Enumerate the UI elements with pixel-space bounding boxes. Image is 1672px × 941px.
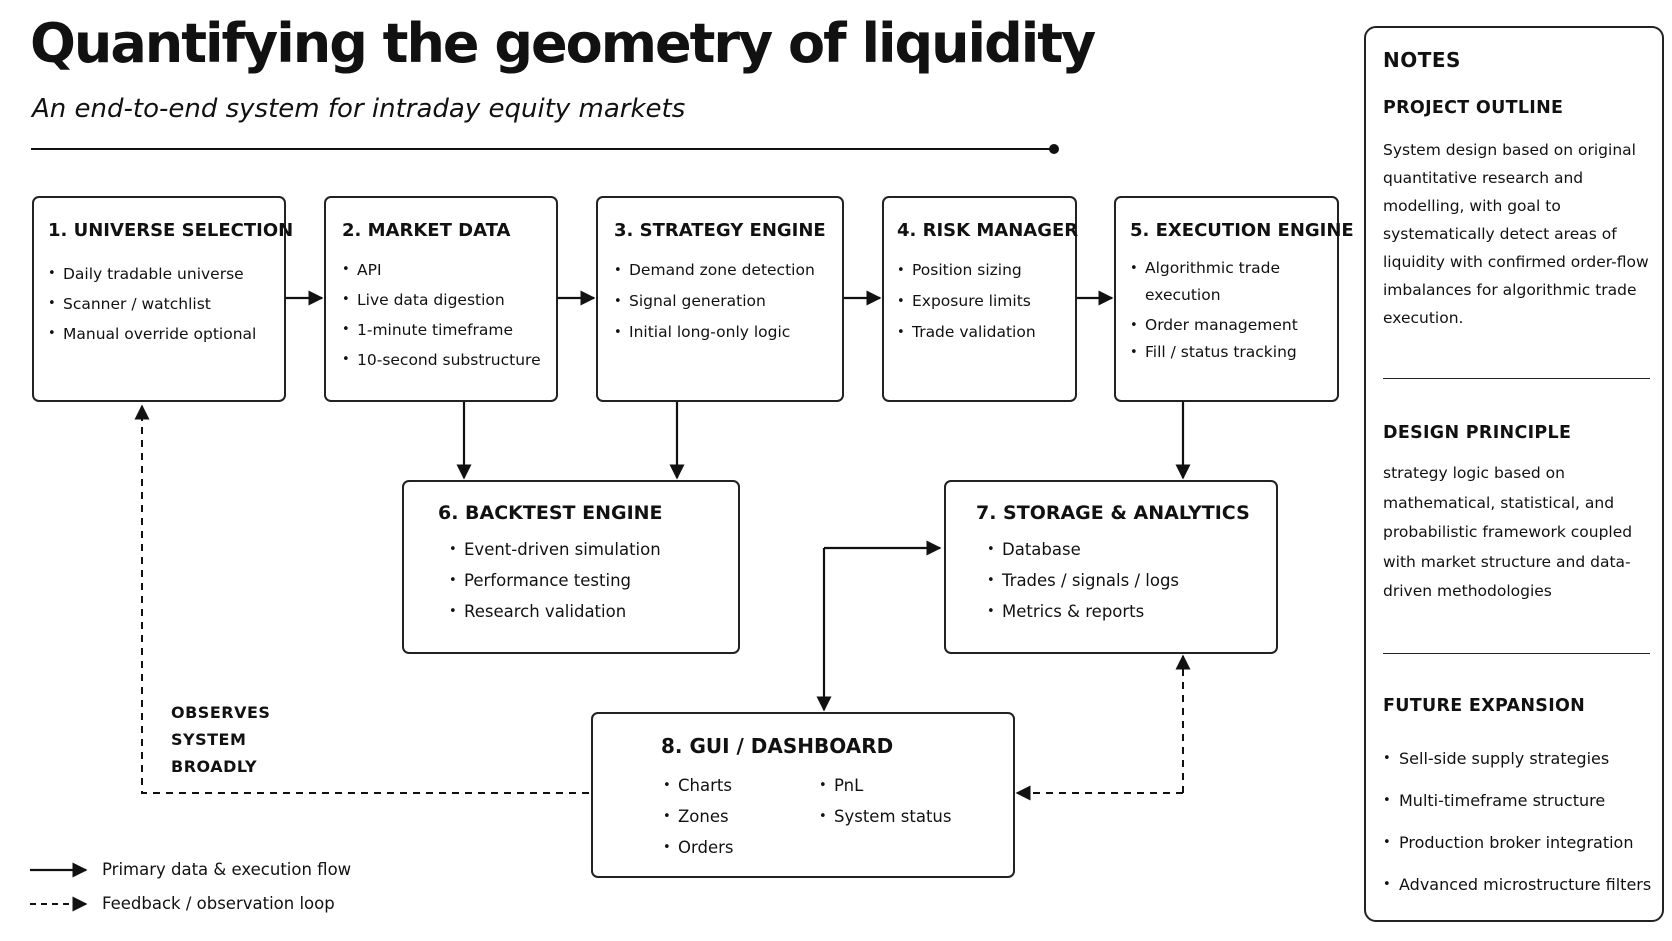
legend-primary-label: Primary data & execution flow bbox=[102, 860, 352, 879]
list-item: Performance testing bbox=[449, 565, 738, 596]
list-item: Sell-side supply strategies bbox=[1383, 738, 1662, 780]
list-item: Exposure limits bbox=[897, 286, 1075, 317]
gui-dashboard-list-left: Charts Zones Orders bbox=[663, 770, 819, 863]
market-data-title: 2. MARKET DATA bbox=[342, 220, 511, 241]
universe-selection-list: Daily tradable universe Scanner / watchl… bbox=[48, 259, 284, 349]
list-item: Advanced microstructure filters bbox=[1383, 864, 1662, 906]
gui-dashboard-list-right: PnL System status bbox=[819, 770, 975, 863]
feedback-gui-to-universe bbox=[134, 404, 589, 794]
list-item: Production broker integration bbox=[1383, 822, 1662, 864]
list-item: Database bbox=[987, 534, 1276, 565]
design-principle-text: strategy logic based on mathematical, st… bbox=[1383, 464, 1633, 600]
legend-feedback-label: Feedback / observation loop bbox=[102, 894, 335, 913]
future-expansion-list: Sell-side supply strategies Multi-timefr… bbox=[1383, 738, 1662, 906]
gui-dashboard-title: 8. GUI / DASHBOARD bbox=[661, 734, 894, 758]
legend-solid-arrow-icon bbox=[30, 862, 88, 878]
list-item: Multi-timeframe structure bbox=[1383, 780, 1662, 822]
notes-divider bbox=[1383, 378, 1650, 379]
list-item: PnL bbox=[819, 770, 975, 801]
strategy-engine-box: 3. STRATEGY ENGINE Demand zone detection… bbox=[596, 196, 844, 402]
page-title: Quantifying the geometry of liquidity bbox=[30, 12, 1096, 75]
list-item: Order management bbox=[1130, 312, 1325, 339]
list-item: System status bbox=[819, 801, 975, 832]
backtest-engine-title: 6. BACKTEST ENGINE bbox=[438, 502, 663, 524]
list-item: 1-minute timeframe bbox=[342, 315, 556, 345]
notes-divider bbox=[1383, 652, 1650, 654]
risk-manager-title: 4. RISK MANAGER bbox=[897, 220, 1079, 241]
gui-dashboard-box: 8. GUI / DASHBOARD Charts Zones Orders P… bbox=[591, 712, 1015, 878]
risk-manager-list: Position sizing Exposure limits Trade va… bbox=[897, 255, 1075, 348]
market-data-box: 2. MARKET DATA API Live data digestion 1… bbox=[324, 196, 558, 402]
observes-line: BROADLY bbox=[171, 757, 258, 776]
observes-line: SYSTEM bbox=[171, 730, 247, 749]
market-data-list: API Live data digestion 1-minute timefra… bbox=[342, 255, 556, 375]
execution-engine-list: Algorithmic trade execution Order manage… bbox=[1130, 255, 1337, 366]
strategy-engine-list: Demand zone detection Signal generation … bbox=[614, 255, 842, 348]
storage-analytics-list: Database Trades / signals / logs Metrics… bbox=[976, 534, 1276, 627]
list-item: Zones bbox=[663, 801, 819, 832]
list-item: Algorithmic trade execution bbox=[1130, 255, 1325, 309]
backtest-engine-box: 6. BACKTEST ENGINE Event-driven simulati… bbox=[402, 480, 740, 654]
page-subtitle: An end-to-end system for intraday equity… bbox=[32, 94, 686, 124]
universe-selection-box: 1. UNIVERSE SELECTION Daily tradable uni… bbox=[32, 196, 294, 402]
project-outline-text: System design based on original quantita… bbox=[1383, 141, 1649, 327]
list-item: 10-second substructure bbox=[342, 345, 556, 375]
project-outline-heading: PROJECT OUTLINE bbox=[1383, 98, 1564, 118]
list-item: Trades / signals / logs bbox=[987, 565, 1276, 596]
notes-heading: NOTES bbox=[1383, 48, 1461, 72]
strategy-engine-title: 3. STRATEGY ENGINE bbox=[614, 220, 826, 241]
list-item: API bbox=[342, 255, 556, 285]
design-principle-heading: DESIGN PRINCIPLE bbox=[1383, 423, 1572, 443]
universe-selection-title: 1. UNIVERSE SELECTION bbox=[48, 220, 294, 241]
storage-analytics-box: 7. STORAGE & ANALYTICS Database Trades /… bbox=[944, 480, 1278, 654]
backtest-engine-list: Event-driven simulation Performance test… bbox=[438, 534, 738, 627]
list-item: Metrics & reports bbox=[987, 596, 1276, 627]
title-underline-dot bbox=[1049, 144, 1059, 154]
list-item: Demand zone detection bbox=[614, 255, 842, 286]
diagram-connectors bbox=[31, 144, 1191, 801]
list-item: Scanner / watchlist bbox=[48, 289, 284, 319]
list-item: Orders bbox=[663, 832, 819, 863]
list-item: Event-driven simulation bbox=[449, 534, 738, 565]
list-item: Daily tradable universe bbox=[48, 259, 284, 289]
observes-label: OBSERVES SYSTEM BROADLY bbox=[171, 699, 270, 780]
gui-dashboard-columns: Charts Zones Orders PnL System status bbox=[663, 770, 1013, 863]
execution-engine-title: 5. EXECUTION ENGINE bbox=[1130, 220, 1354, 241]
notes-panel: NOTES PROJECT OUTLINE System design base… bbox=[1364, 26, 1664, 922]
storage-analytics-title: 7. STORAGE & ANALYTICS bbox=[976, 502, 1250, 524]
risk-manager-box: 4. RISK MANAGER Position sizing Exposure… bbox=[882, 196, 1079, 402]
legend-dashed-arrow-icon bbox=[30, 896, 88, 912]
list-item: Charts bbox=[663, 770, 819, 801]
execution-engine-box: 5. EXECUTION ENGINE Algorithmic trade ex… bbox=[1114, 196, 1354, 402]
future-expansion-heading: FUTURE EXPANSION bbox=[1383, 695, 1586, 716]
list-item: Initial long-only logic bbox=[614, 317, 842, 348]
list-item: Research validation bbox=[449, 596, 738, 627]
list-item: Trade validation bbox=[897, 317, 1075, 348]
list-item: Manual override optional bbox=[48, 319, 284, 349]
list-item: Live data digestion bbox=[342, 285, 556, 315]
observes-line: OBSERVES bbox=[171, 703, 271, 722]
list-item: Fill / status tracking bbox=[1130, 339, 1325, 366]
list-item: Signal generation bbox=[614, 286, 842, 317]
list-item: Position sizing bbox=[897, 255, 1075, 286]
